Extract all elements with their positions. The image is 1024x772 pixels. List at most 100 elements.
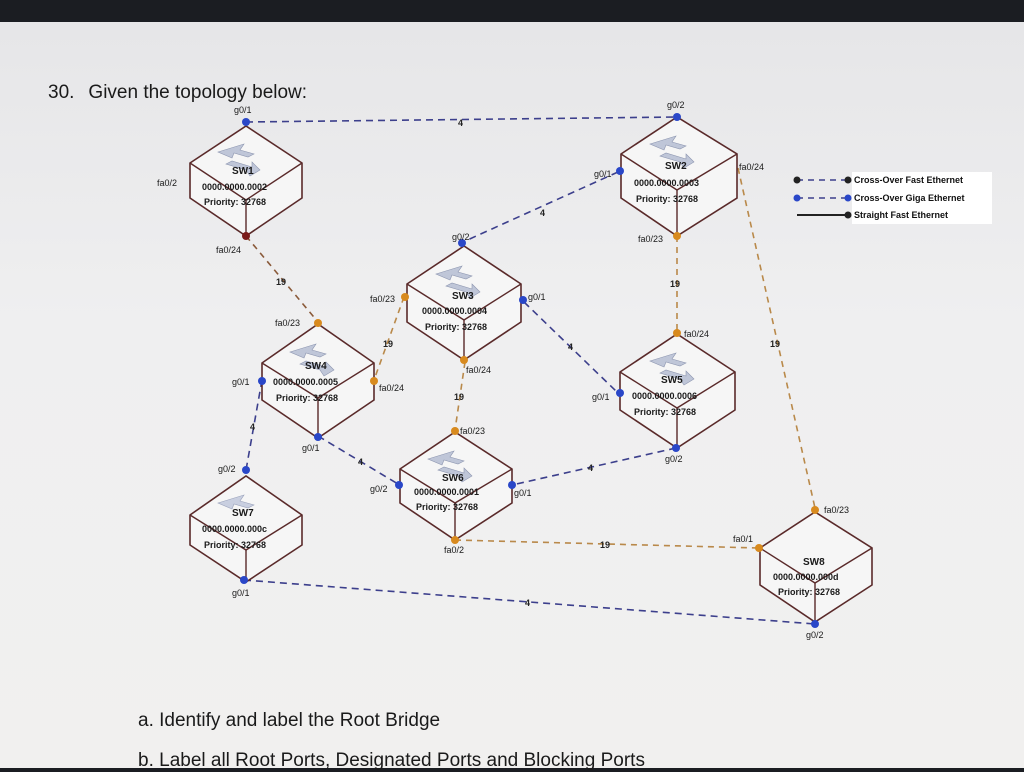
- cost-sw4-sw7: 4: [250, 422, 255, 432]
- cost-sw5-sw6: 4: [588, 463, 593, 473]
- link-costs: 4 19 4 19 19 19 4 19 4 4 4 19 4: [250, 118, 780, 608]
- port-label-sw2-fa023: fa0/23: [638, 234, 663, 244]
- cost-sw7-sw8: 4: [525, 598, 530, 608]
- switch-name: SW6: [442, 473, 464, 484]
- question-number: 30.: [48, 82, 75, 103]
- arrows-icon: [427, 450, 473, 483]
- port-dot-sw2-fa023: [673, 232, 681, 240]
- switch-sw7: SW7 0000.0000.000c Priority: 32768: [189, 475, 303, 583]
- port-dots: [240, 113, 852, 628]
- port-label-sw1-fa02: fa0/2: [157, 178, 177, 188]
- links: [243, 116, 848, 625]
- switch-mac: 0000.0000.0005: [273, 377, 338, 387]
- link-sw2-sw8: [737, 167, 816, 509]
- port-label-sw1-fa024: fa0/24: [216, 245, 241, 255]
- link-sw4-sw7: [245, 379, 263, 471]
- port-dot-sw4-fa023: [314, 319, 322, 327]
- port-dot-sw1-fa024: [242, 232, 250, 240]
- legend-dot-1a: [793, 176, 801, 184]
- switch-sw5: SW5 0000.0000.0006 Priority: 32768: [619, 333, 736, 449]
- switch-name: SW2: [665, 161, 687, 172]
- port-label-sw4-g01b: g0/1: [302, 443, 320, 453]
- cost-sw1-sw2: 4: [458, 118, 463, 128]
- cost-sw2-sw3: 4: [540, 208, 545, 218]
- arrows-icon: [217, 494, 255, 510]
- switch-mac: 0000.0000.0001: [414, 487, 479, 497]
- port-label-sw5-fa024: fa0/24: [684, 329, 709, 339]
- port-dot-sw2-g01: [616, 167, 624, 175]
- switch-body: [189, 475, 303, 583]
- port-label-sw8-fa01: fa0/1: [733, 534, 753, 544]
- port-label-sw3-g02: g0/2: [452, 232, 470, 242]
- switch-sw3: SW3 0000.0000.0004 Priority: 32768: [406, 245, 522, 361]
- legend-dot-2b: [844, 194, 852, 202]
- legend-dot-2a: [793, 194, 801, 202]
- link-sw5-sw6: [511, 447, 677, 486]
- port-dot-sw8-fa01: [755, 544, 763, 552]
- switch-name: SW8: [803, 557, 825, 568]
- port-dot-sw6-fa02: [451, 536, 459, 544]
- port-dot-sw7-g02: [242, 466, 250, 474]
- switch-body: [399, 431, 513, 541]
- port-dot-sw6-g01: [508, 481, 516, 489]
- switch-priority: Priority: 32768: [204, 540, 266, 550]
- legend-dot-1b: [844, 176, 852, 184]
- port-label-sw3-fa024: fa0/24: [466, 365, 491, 375]
- switch-mac: 0000.0000.0006: [632, 391, 697, 401]
- arrows-icon: [649, 135, 695, 169]
- link-sw3-sw6: [454, 361, 466, 431]
- port-dot-sw4-g01b: [314, 433, 322, 441]
- port-label-sw3-g01: g0/1: [528, 292, 546, 302]
- link-sw2-sw3: [462, 171, 619, 243]
- switch-mac: 0000.0000.000c: [202, 524, 267, 534]
- switch-name: SW1: [232, 166, 254, 177]
- switch-body: [620, 116, 738, 237]
- port-label-sw6-fa023: fa0/23: [460, 426, 485, 436]
- switch-sw8: SW8 0000.0000.000d Priority: 32768: [759, 511, 873, 623]
- port-dot-sw2-g02: [673, 113, 681, 121]
- port-dot-sw8-fa023: [811, 506, 819, 514]
- port-labels: g0/1 fa0/2 fa0/24 g0/2 g0/1 fa0/24 fa0/2…: [157, 100, 849, 640]
- cost-sw2-sw8: 19: [770, 339, 780, 349]
- arrows-icon: [217, 143, 261, 177]
- port-dot-sw5-fa024: [673, 329, 681, 337]
- link-sw1-sw4: [245, 235, 319, 323]
- cost-sw3-sw4: 19: [383, 339, 393, 349]
- port-label-sw7-g01: g0/1: [232, 588, 250, 598]
- port-dot-sw6-g02: [395, 481, 403, 489]
- arrows-icon: [289, 343, 335, 377]
- port-dot-sw5-g01: [616, 389, 624, 397]
- port-dot-sw5-g02: [672, 444, 680, 452]
- port-dot-sw3-g01: [519, 296, 527, 304]
- link-sw3-sw5: [523, 301, 619, 394]
- port-label-sw6-fa02: fa0/2: [444, 545, 464, 555]
- cost-sw3-sw5: 4: [568, 342, 573, 352]
- switch-mac: 0000.0000.000d: [773, 572, 839, 582]
- switch-priority: Priority: 32768: [204, 197, 266, 207]
- port-dot-sw3-fa023: [401, 293, 409, 301]
- port-label-sw4-fa024: fa0/24: [379, 383, 404, 393]
- link-sw4-sw6: [317, 435, 399, 485]
- port-label-sw2-g01: g0/1: [594, 169, 612, 179]
- switch-name: SW5: [661, 375, 683, 386]
- switch-mac: 0000.0000.0003: [634, 178, 699, 188]
- cost-sw4-sw6: 4: [358, 457, 363, 467]
- port-label-sw5-g02: g0/2: [665, 454, 683, 464]
- port-label-sw5-g01: g0/1: [592, 392, 610, 402]
- port-label-sw6-g01: g0/1: [514, 488, 532, 498]
- legend-cross-giga: Cross-Over Giga Ethernet: [854, 193, 965, 203]
- switch-sw2: SW2 0000.0000.0003 Priority: 32768: [620, 116, 738, 237]
- switch-priority: Priority: 32768: [634, 407, 696, 417]
- port-label-sw3-fa023: fa0/23: [370, 294, 395, 304]
- port-label-sw4-fa023: fa0/23: [275, 318, 300, 328]
- switch-priority: Priority: 32768: [416, 502, 478, 512]
- question-title: Given the topology below:: [88, 82, 308, 103]
- port-dot-sw6-fa023: [451, 427, 459, 435]
- cost-sw6-sw8: 19: [600, 540, 610, 550]
- port-label-sw8-g02: g0/2: [806, 630, 824, 640]
- arrows-icon: [649, 352, 695, 386]
- port-label-sw8-fa023: fa0/23: [824, 505, 849, 515]
- port-dot-sw8-g02: [811, 620, 819, 628]
- legend-cross-fast: Cross-Over Fast Ethernet: [854, 175, 963, 185]
- switch-priority: Priority: 32768: [636, 194, 698, 204]
